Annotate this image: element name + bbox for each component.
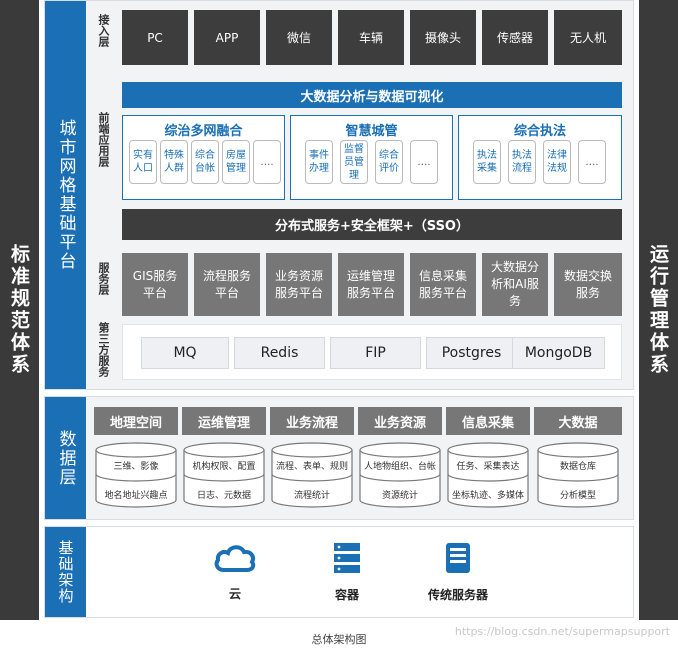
database-top-text: 三维、影像 [113,462,159,472]
standards-system-bar: 标准规范体系 [0,0,39,620]
service-bigdata-ai: 大数据分析和AI服务 [482,253,548,316]
access-item-vehicle: 车辆 [338,10,404,65]
third-party-panel: MQ Redis FIP Postgres MongoDB [122,324,622,380]
operations-management-label: 运行管理体系 [647,244,669,376]
database-top-text: 数据仓库 [559,462,596,472]
service-data-exchange: 数据交换服务 [554,253,622,316]
third-party-mongodb: MongoDB [512,337,605,369]
chip-housing: 房屋管理 [222,140,250,184]
chip-more: …. [410,140,438,184]
chip-ledger: 综合台帐 [191,140,219,184]
database-bottom-text: 日志、元数据 [196,491,251,501]
infrastructure-layer-label: 基础架构 [45,527,87,617]
access-item-sensor: 传感器 [482,10,548,65]
infra-cloud: 云 [210,542,260,602]
database-bottom-text: 资源统计 [381,491,418,501]
database-top-text: 机构权限、配置 [192,462,256,472]
access-item-camera: 摄像头 [410,10,476,65]
chip-enforcement-flow: 执法流程 [508,140,536,184]
operations-management-bar: 运行管理体系 [639,0,678,620]
database-collection: 任务、采集表达 坐标轨迹、多媒体 [446,442,530,510]
platform-title: 城市网格基础平台 [55,119,76,271]
database-bottom-text: 流程统计 [293,491,330,501]
group-urban-management-title: 智慧城管 [345,124,398,139]
server-icon [446,543,470,573]
chip-supervisor: 监督员管理 [340,140,368,184]
cloud-icon [214,545,256,572]
standards-system-label: 标准规范体系 [8,244,30,376]
data-head-geospatial: 地理空间 [94,407,178,435]
chip-special-groups: 特殊人群 [160,140,188,184]
third-party-label: 第三方服务 [97,322,110,377]
access-item-app: APP [194,10,260,65]
chip-population: 实有人口 [129,140,157,184]
chip-more: …. [578,140,606,184]
database-bottom-text: 地名地址兴趣点 [104,491,168,501]
data-head-bigdata: 大数据 [534,407,622,435]
database-bigdata: 数据仓库 分析模型 [536,442,620,510]
service-workflow: 流程服务平台 [194,253,260,316]
bigdata-visualization-banner: 大数据分析与数据可视化 [122,82,622,108]
access-item-pc: PC [122,10,188,65]
group-governance-title: 综治多网融合 [164,124,243,139]
database-cylinder-icon [537,442,619,508]
database-workflow: 流程、表单、规则 流程统计 [270,442,354,510]
database-bottom-text: 分析模型 [559,491,596,501]
database-bottom-text: 坐标轨迹、多媒体 [451,491,524,501]
service-info-collection: 信息采集服务平台 [410,253,476,316]
figure-caption: 总体架构图 [311,633,367,646]
data-layer-title: 数据层 [55,429,76,487]
database-top-text: 人地物组织、台帐 [363,462,436,472]
database-cylinder-icon [95,442,177,508]
data-head-operations: 运维管理 [182,407,266,435]
infrastructure-title: 基础架构 [56,540,75,604]
database-cylinder-icon [447,442,529,508]
service-layer-label: 服务层 [97,262,110,295]
group-urban-management: 智慧城管 事件办理 监督员管理 综合评价 …. [290,115,453,200]
watermark: https://blog.csdn.net/supermapsupport [454,625,670,638]
database-cylinder-icon [183,442,265,508]
service-business-resource: 业务资源服务平台 [266,253,332,316]
data-head-collection: 信息采集 [446,407,530,435]
database-cylinder-icon [271,442,353,508]
third-party-fip: FIP [330,337,421,369]
third-party-redis: Redis [234,337,325,369]
infra-traditional-server: 传统服务器 [418,541,498,603]
application-layer-label: 前端应用层 [97,112,110,167]
group-governance: 综治多网融合 实有人口 特殊人群 综合台帐 房屋管理 …. [122,115,285,200]
third-party-postgres: Postgres [426,337,517,369]
database-cylinder-icon [359,442,441,508]
data-layer-label: 数据层 [45,397,87,519]
service-operations: 运维管理服务平台 [338,253,404,316]
platform-layer-label: 城市网格基础平台 [45,1,87,389]
infra-container: 容器 [322,541,372,603]
access-item-drone: 无人机 [554,10,622,65]
chip-event-handling: 事件办理 [305,140,333,184]
infra-traditional-server-label: 传统服务器 [427,588,488,602]
chip-enforcement-collect: 执法采集 [473,140,501,184]
group-law-enforcement-title: 综合执法 [513,124,566,139]
third-party-mq: MQ [141,337,229,369]
group-law-enforcement: 综合执法 执法采集 执法流程 法律法规 …. [458,115,622,200]
database-top-text: 流程、表单、规则 [275,462,348,472]
data-head-workflow: 业务流程 [270,407,354,435]
access-layer-label: 接入层 [97,14,110,47]
sso-banner: 分布式服务+安全框架+（SSO） [122,209,622,240]
data-head-resources: 业务资源 [358,407,442,435]
database-operations: 机构权限、配置 日志、元数据 [182,442,266,510]
chip-more: …. [253,140,281,184]
infra-cloud-label: 云 [228,587,241,601]
chip-evaluation: 综合评价 [375,140,403,184]
service-gis: GIS服务平台 [122,253,188,316]
chip-laws: 法律法规 [543,140,571,184]
infra-container-label: 容器 [334,588,359,602]
database-resources: 人地物组织、台帐 资源统计 [358,442,442,510]
database-top-text: 任务、采集表达 [456,462,520,472]
container-icon [334,543,360,573]
database-geospatial: 三维、影像 地名地址兴趣点 [94,442,178,510]
access-item-wechat: 微信 [266,10,332,65]
